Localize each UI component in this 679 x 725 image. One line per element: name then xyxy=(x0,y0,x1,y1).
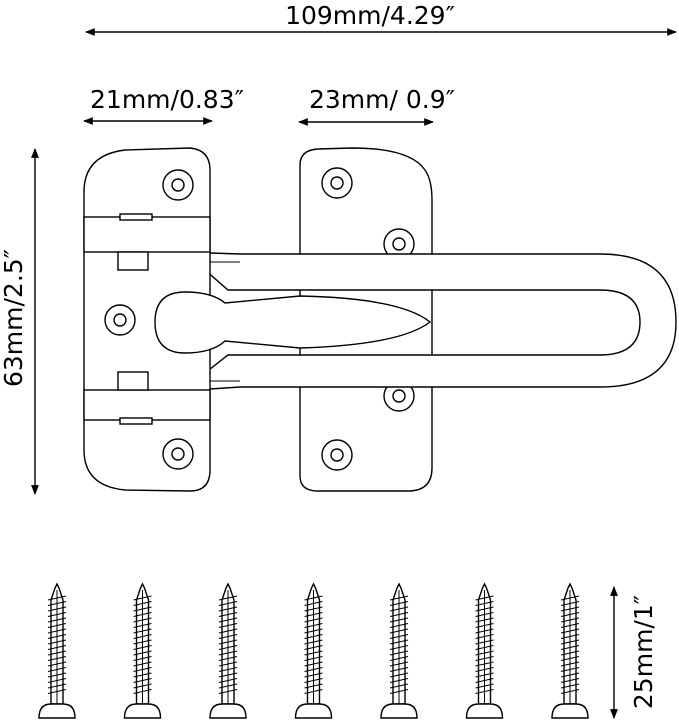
left-plate-width-label: 21mm/0.83″ xyxy=(90,85,244,114)
left-plate-width-dimension: 21mm/0.83″ xyxy=(83,85,244,125)
screw-hole xyxy=(321,439,353,471)
right-plate-width-dimension: 23mm/ 0.9″ xyxy=(298,85,455,126)
height-label: 63mm/2.5″ xyxy=(0,249,28,387)
screw xyxy=(38,582,76,719)
screw xyxy=(123,582,162,719)
screw-hole xyxy=(383,380,415,412)
right-plate-width-label: 23mm/ 0.9″ xyxy=(309,85,455,114)
height-dimension: 63mm/2.5″ xyxy=(0,148,39,495)
screw-hole xyxy=(383,228,415,260)
screw xyxy=(551,582,589,719)
screw-length-dimension: 25mm/1″ xyxy=(610,586,658,719)
screw-set xyxy=(38,582,589,719)
screw xyxy=(209,582,247,719)
screw-hole xyxy=(162,438,194,470)
screw xyxy=(294,582,333,719)
screw-hole xyxy=(321,167,353,199)
screw-hole xyxy=(162,169,194,201)
left-hinge-plate xyxy=(83,147,432,492)
screw-length-label: 25mm/1″ xyxy=(629,595,658,709)
screw-hole xyxy=(104,304,136,336)
screw xyxy=(380,582,418,719)
overall-width-dimension: 109mm/4.29″ xyxy=(85,1,677,36)
overall-width-label: 109mm/4.29″ xyxy=(285,1,455,30)
screw xyxy=(465,582,504,719)
slide-bolt xyxy=(154,291,432,354)
